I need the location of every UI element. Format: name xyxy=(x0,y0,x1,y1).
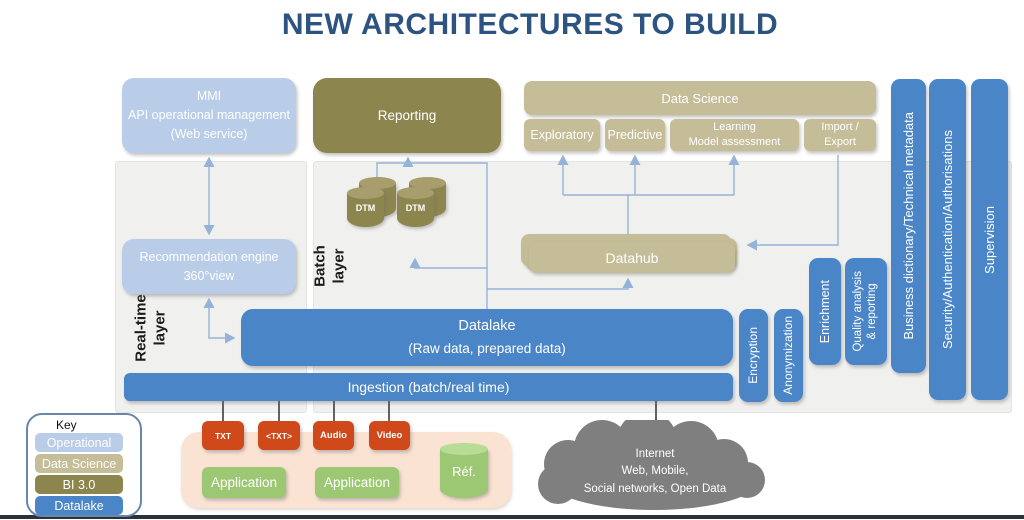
import-export-box: Import / Export xyxy=(804,119,876,151)
reporting-box: Reporting xyxy=(313,78,501,153)
audio-source-box: Audio xyxy=(313,421,354,450)
dtm-cylinder-1: DTM xyxy=(347,187,384,227)
tagged-txt-source-box: <TXT> xyxy=(258,421,300,450)
ingestion-bar: Ingestion (batch/real time) xyxy=(124,373,733,401)
application-box-1: Application xyxy=(202,467,286,498)
realtime-layer-label: Real-time layer xyxy=(132,294,168,362)
legend: Key Operational Data Science BI 3.0 Data… xyxy=(26,413,142,517)
dtm-cylinder-2: DTM xyxy=(397,187,434,227)
ref-cylinder: Réf. xyxy=(440,443,488,498)
exploratory-box: Exploratory xyxy=(524,119,600,151)
data-science-header: Data Science xyxy=(524,81,876,115)
legend-item-data-science: Data Science xyxy=(35,454,123,473)
learning-model-box: Learning Model assessment xyxy=(670,119,799,151)
cloud-shape xyxy=(538,411,765,510)
datalake-box: Datalake (Raw data, prepared data) xyxy=(241,309,733,366)
anonymization-bar: Anonymization xyxy=(774,309,803,402)
application-box-2: Application xyxy=(315,467,399,498)
quality-analysis-bar: Quality analysis & reporting xyxy=(845,258,887,365)
security-authentication-bar: Security/Authentication/Authorisations xyxy=(929,79,966,400)
legend-heading: Key xyxy=(56,418,77,432)
datahub-box: Datahub xyxy=(529,242,735,273)
legend-item-operational: Operational xyxy=(35,433,123,452)
predictive-box: Predictive xyxy=(605,119,665,151)
encryption-bar: Encryption xyxy=(739,309,768,402)
legend-item-bi30: BI 3.0 xyxy=(35,475,123,494)
page-title: NEW ARCHITECTURES TO BUILD xyxy=(281,8,779,41)
supervision-bar: Supervision xyxy=(971,79,1008,400)
business-dictionary-bar: Business dictionary/Technical metadata xyxy=(891,79,926,373)
txt-source-box: TXT xyxy=(202,421,244,450)
video-source-box: Video xyxy=(369,421,410,450)
internet-cloud: Internet Web, Mobile, Social networks, O… xyxy=(528,411,782,516)
legend-item-datalake: Datalake xyxy=(35,496,123,515)
recommendation-engine-box: Recommendation engine 360°view xyxy=(122,239,296,294)
enrichment-bar: Enrichment xyxy=(809,258,841,365)
batch-layer-label: Batch layer xyxy=(311,245,347,287)
slide-bottom-border xyxy=(0,515,1024,519)
mmi-box: MMI API operational management (Web serv… xyxy=(122,78,296,153)
cloud-label: Internet Web, Mobile, Social networks, O… xyxy=(583,448,727,495)
